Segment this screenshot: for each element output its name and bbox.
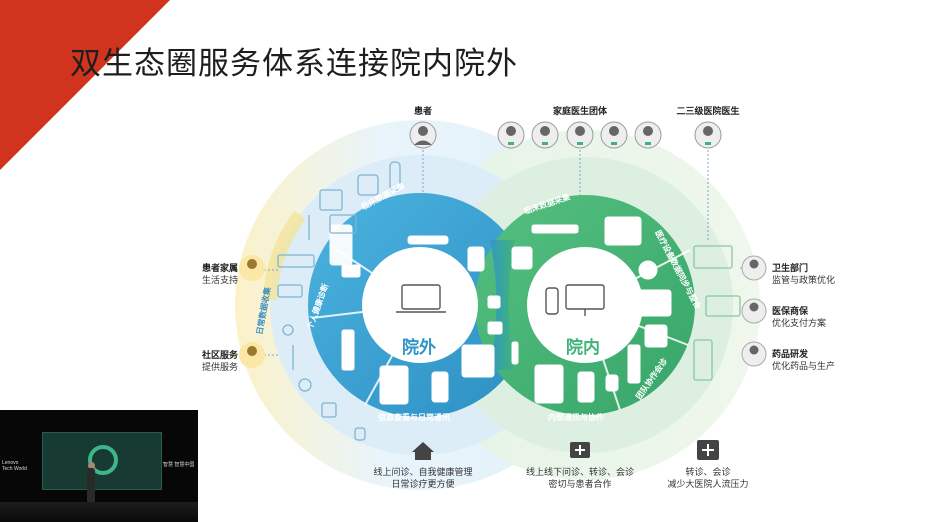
right-entity-desc: 监管与政策优化 [772,273,835,286]
hub-label-inside: 院内 [566,333,600,358]
bottom-item-line2: 减少大医院人流压力 [667,477,748,490]
surgical-light-icon [532,225,578,233]
left-entity-desc: 生活支持 [180,273,238,286]
community-avatar [239,342,265,368]
right-entity-desc: 优化支付方案 [772,316,826,329]
smartphone-icon [432,372,448,402]
left-entity-desc: 提供服务 [180,360,238,373]
soundbar-icon [408,236,448,244]
video-brand: Lenovo Tech World [2,460,27,472]
hub-label-outside: 院外 [402,333,436,358]
presenter-body [87,468,95,504]
kiosk-icon [330,225,352,265]
monitor-small-icon [645,325,667,347]
tablet-icon [512,247,532,269]
display-icon [635,290,671,316]
camera-icon [342,265,360,277]
video-caption: 智慧 智慧中国 [163,462,194,468]
scale-icon [462,345,494,377]
heater-icon [342,330,354,370]
sensor-icon [488,296,500,308]
group-label-family-doctors: 家庭医生团体 [553,104,607,117]
right-entity-desc: 优化药品与生产 [772,359,835,372]
display-icon [605,217,641,245]
group-label-hospital-doctor: 二三级医院医生 [676,104,739,117]
ring-label-internal: 内部通讯与协作 [548,412,604,422]
stage-floor [0,502,198,522]
video-overlay: Lenovo Tech World 智慧 智慧中国 [0,410,198,522]
tablet-icon [468,247,484,271]
patient-avatar [410,122,436,148]
tablet-device-icon [535,365,563,403]
stage-screen [42,432,162,490]
watch-icon [606,375,618,391]
group-label-patient: 患者 [414,104,432,117]
ring-label-info: 信息查看与日常通讯 [378,412,450,422]
family-member-avatar [239,255,265,281]
thermometer-icon [512,342,518,364]
smartphone-icon [578,372,594,402]
tablet-device-icon [380,366,408,404]
bottom-item-line2: 日常诊疗更方便 [391,477,454,490]
terminal-icon [628,345,640,383]
webcam-icon [639,261,657,279]
device-icon [488,322,502,334]
bottom-item-line2: 密切与患者合作 [548,477,611,490]
